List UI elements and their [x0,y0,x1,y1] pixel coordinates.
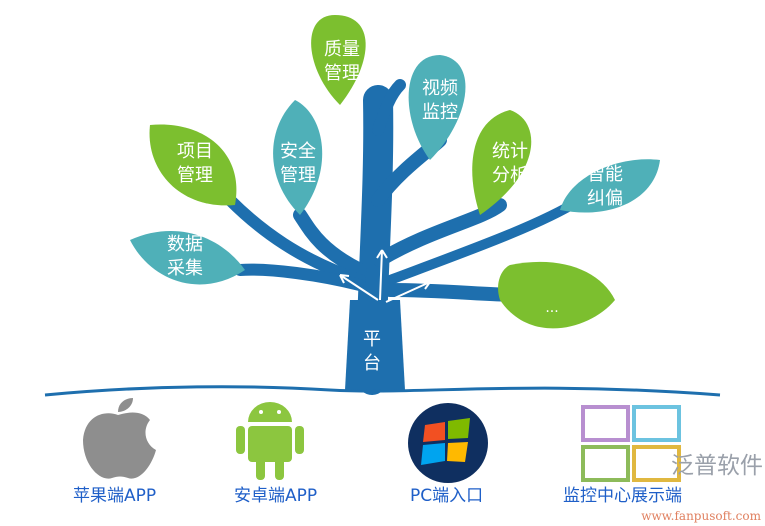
leaf-text: 管理 [177,165,213,186]
leaf-data: 数据采集 [155,233,215,281]
caption-pc: PC端入口 [410,486,484,506]
leaf-project: 项目管理 [165,140,225,188]
leaf-safety: 安全管理 [268,140,328,188]
leaf-quality: 质量管理 [312,38,372,86]
leaf-text: 智能 [587,164,623,185]
leaf-text: 项目 [177,141,213,162]
leaf-text: 数据 [167,234,203,255]
leaf-stats: 统计分析 [480,140,540,188]
leaf-text: 监控 [422,102,458,123]
ground-line [44,385,721,397]
trunk-label: 平台 [342,328,402,376]
arrows [339,249,431,303]
apple-icon [83,398,156,479]
leaf-text: 安全 [280,141,316,162]
leaf-text: 质量 [324,39,360,60]
caption-monitor: 监控中心展示端 [563,486,682,506]
windows-icon [408,403,488,483]
leaf-correction: 智能纠偏 [575,163,635,211]
leaf-text: 统计 [492,141,528,162]
caption-apple: 苹果端APP [73,486,157,506]
leaf-text: ... [545,300,559,316]
monitor-grid-icon [581,405,681,482]
leaf-text: 管理 [324,63,360,84]
leaf-text: 视频 [422,78,458,99]
trunk [345,300,405,390]
caption-android: 安卓端APP [234,486,318,506]
leaf-text: 采集 [167,258,203,279]
leaf-text: 纠偏 [587,188,623,209]
watermark-name: 泛普软件 [671,453,763,479]
leaf-video: 视频监控 [410,77,470,125]
trunk-text: 平台 [362,329,381,374]
leaf-text: 管理 [280,165,316,186]
leaf-more: ... [522,296,582,320]
leaves [130,15,660,329]
watermark-url: www.fanpusoft.com [641,509,761,523]
android-icon [236,402,304,480]
leaf-text: 分析 [492,165,528,186]
